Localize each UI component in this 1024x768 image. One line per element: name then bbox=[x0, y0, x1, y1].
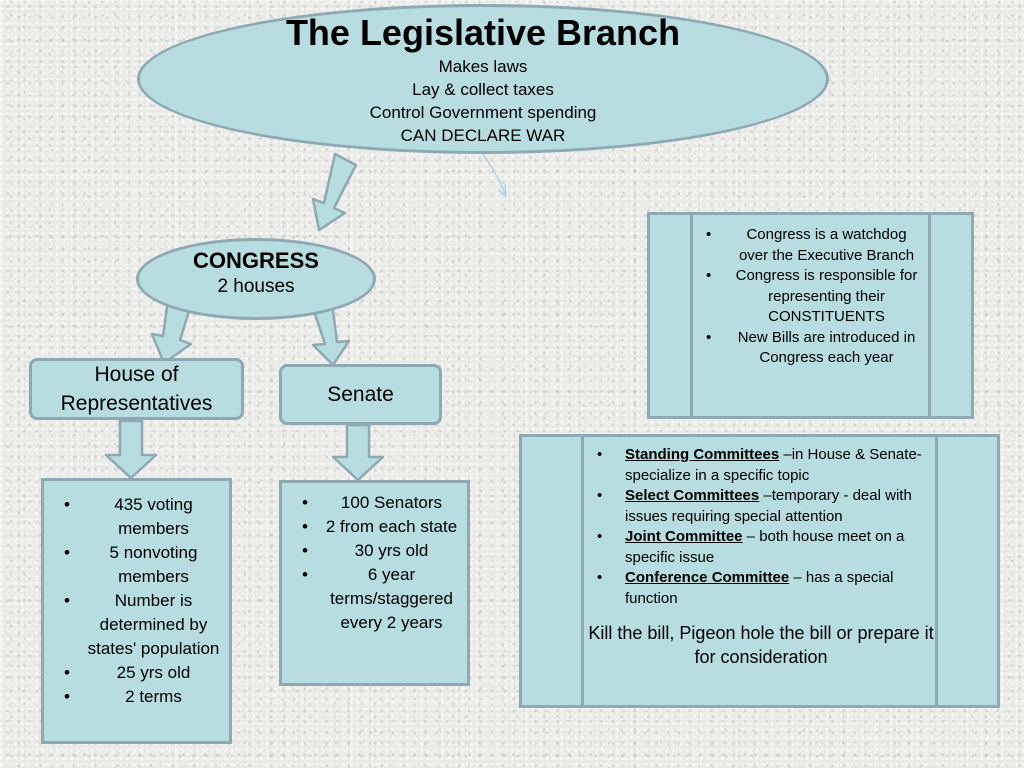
committee-item: Joint Committee – both house meet on a s… bbox=[587, 527, 935, 568]
power-item: Lay & collect taxes bbox=[412, 80, 554, 99]
congress-roles-panel: Congress is a watchdog over the Executiv… bbox=[647, 212, 974, 419]
panel-right-column bbox=[928, 215, 971, 416]
list-item: 2 terms bbox=[50, 685, 223, 709]
senate-label: Senate bbox=[327, 382, 394, 406]
panel-left-column bbox=[650, 215, 693, 416]
committee-item: Conference Committee – has a special fun… bbox=[587, 568, 935, 609]
list-item: 2 from each state bbox=[288, 515, 461, 539]
committees-panel: Standing Committees –in House & Senate- … bbox=[519, 434, 1000, 708]
list-item: Number is determined by states' populati… bbox=[50, 589, 223, 661]
list-item: 25 yrs old bbox=[50, 661, 223, 685]
committee-desc: –in House & Senate- specialize in a spec… bbox=[625, 446, 922, 484]
panel-right-column bbox=[935, 437, 997, 705]
committee-term: Select Committees bbox=[625, 487, 760, 504]
title-ellipse: The Legislative Branch Makes laws Lay & … bbox=[137, 4, 829, 154]
list-item: 30 yrs old bbox=[288, 539, 461, 563]
house-facts-list: 435 voting members 5 nonvoting members N… bbox=[50, 493, 223, 709]
arrow-title-to-congress bbox=[311, 152, 358, 232]
committee-desc: – both house meet on a specific issue bbox=[625, 528, 905, 566]
list-item: 100 Senators bbox=[288, 491, 461, 515]
decorative-arrow-stroke bbox=[479, 149, 506, 194]
committee-term: Conference Committee bbox=[625, 569, 790, 586]
congress-ellipse: CONGRESS 2 houses bbox=[136, 238, 376, 320]
list-item: 5 nonvoting members bbox=[50, 541, 223, 589]
page-title: The Legislative Branch bbox=[285, 12, 681, 53]
committee-item: Select Committees –temporary - deal with… bbox=[587, 486, 935, 527]
senate-box: Senate bbox=[279, 364, 442, 425]
committee-note: Kill the bill, Pigeon hole the bill or p… bbox=[588, 623, 934, 667]
committee-term: Standing Committees bbox=[625, 446, 780, 463]
congress-houses: 2 houses bbox=[217, 276, 295, 297]
list-item: New Bills are introduced in Congress eac… bbox=[696, 328, 925, 369]
list-item: 435 voting members bbox=[50, 493, 223, 541]
decorative-arrow-head bbox=[497, 183, 507, 198]
committee-item: Standing Committees –in House & Senate- … bbox=[587, 445, 935, 486]
arrow-house-to-list bbox=[104, 419, 158, 480]
power-item: CAN DECLARE WAR bbox=[400, 126, 566, 145]
congress-name: CONGRESS bbox=[193, 248, 319, 273]
committee-desc: – has a special function bbox=[625, 569, 894, 607]
house-facts-box: 435 voting members 5 nonvoting members N… bbox=[41, 478, 232, 744]
panel-left-column bbox=[522, 437, 584, 705]
senate-facts-box: 100 Senators 2 from each state 30 yrs ol… bbox=[279, 480, 470, 686]
senate-facts-list: 100 Senators 2 from each state 30 yrs ol… bbox=[288, 491, 461, 635]
list-item: Congress is a watchdog over the Executiv… bbox=[696, 225, 925, 266]
house-box: House of Representatives bbox=[29, 358, 244, 420]
arrow-senate-to-list bbox=[331, 423, 385, 482]
committee-term: Joint Committee bbox=[625, 528, 743, 545]
house-label: House of Representatives bbox=[60, 363, 213, 415]
power-item: Control Government spending bbox=[369, 103, 597, 122]
list-item: Congress is responsible for representing… bbox=[696, 266, 925, 328]
congress-roles-list: Congress is a watchdog over the Executiv… bbox=[696, 225, 925, 369]
list-item: 6 year terms/staggered every 2 years bbox=[288, 563, 461, 635]
power-item: Makes laws bbox=[438, 57, 528, 76]
committee-desc: –temporary - deal with issues requiring … bbox=[625, 487, 912, 525]
committees-list: Standing Committees –in House & Senate- … bbox=[587, 445, 935, 609]
